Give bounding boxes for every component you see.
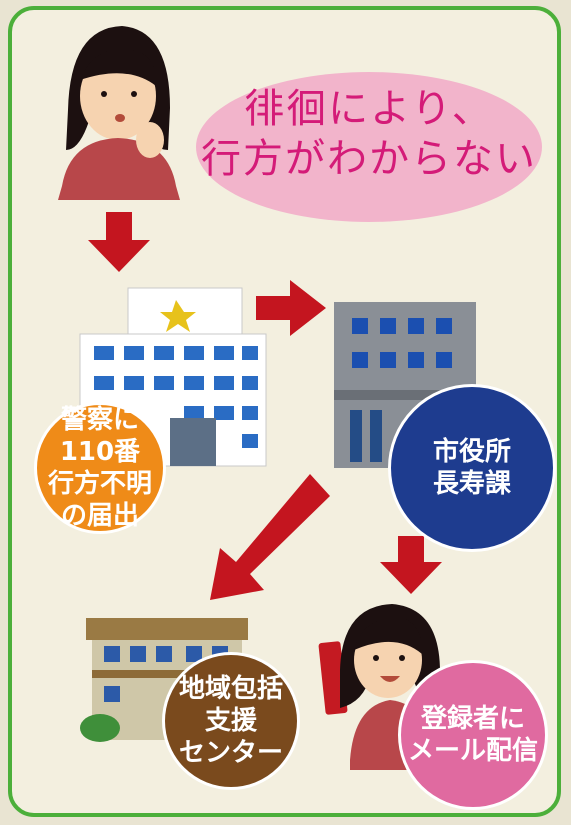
speech-bubble-text: 徘徊により、 行方がわからない xyxy=(196,84,542,184)
arrow-right-to-city xyxy=(256,280,326,336)
node-center-line-1: 地域包括 xyxy=(178,674,283,704)
node-mail-delivery: 登録者に メール配信 xyxy=(398,660,548,810)
node-police-line-3: 行方不明 xyxy=(47,469,152,499)
node-center-line-3: センター xyxy=(178,738,283,768)
node-police: 警察に 110番 行方不明 の届出 xyxy=(34,402,166,534)
worried-woman-icon xyxy=(58,26,180,200)
node-support-center: 地域包括 支援 センター xyxy=(162,652,300,790)
node-city-line-1: 市役所 xyxy=(432,437,511,467)
node-city-hall: 市役所 長寿課 xyxy=(388,384,556,552)
node-city-line-2: 長寿課 xyxy=(432,469,511,499)
node-police-line-4: の届出 xyxy=(60,501,139,531)
bubble-line-2: 行方がわからない xyxy=(201,136,537,182)
bubble-line-1: 徘徊により、 xyxy=(244,86,494,132)
node-police-line-2: 110番 xyxy=(59,437,141,467)
node-police-line-1: 警察に xyxy=(60,405,139,435)
arrow-diagonal-to-center xyxy=(210,474,330,600)
speech-bubble xyxy=(196,72,542,222)
city-hall-icon xyxy=(334,302,476,468)
arrow-down-to-police xyxy=(88,212,150,272)
flow-arrows xyxy=(88,212,442,600)
node-mail-line-2: メール配信 xyxy=(407,736,538,766)
arrow-down-to-mail xyxy=(380,536,442,594)
node-center-line-2: 支援 xyxy=(204,706,257,736)
node-mail-line-1: 登録者に xyxy=(420,704,525,734)
